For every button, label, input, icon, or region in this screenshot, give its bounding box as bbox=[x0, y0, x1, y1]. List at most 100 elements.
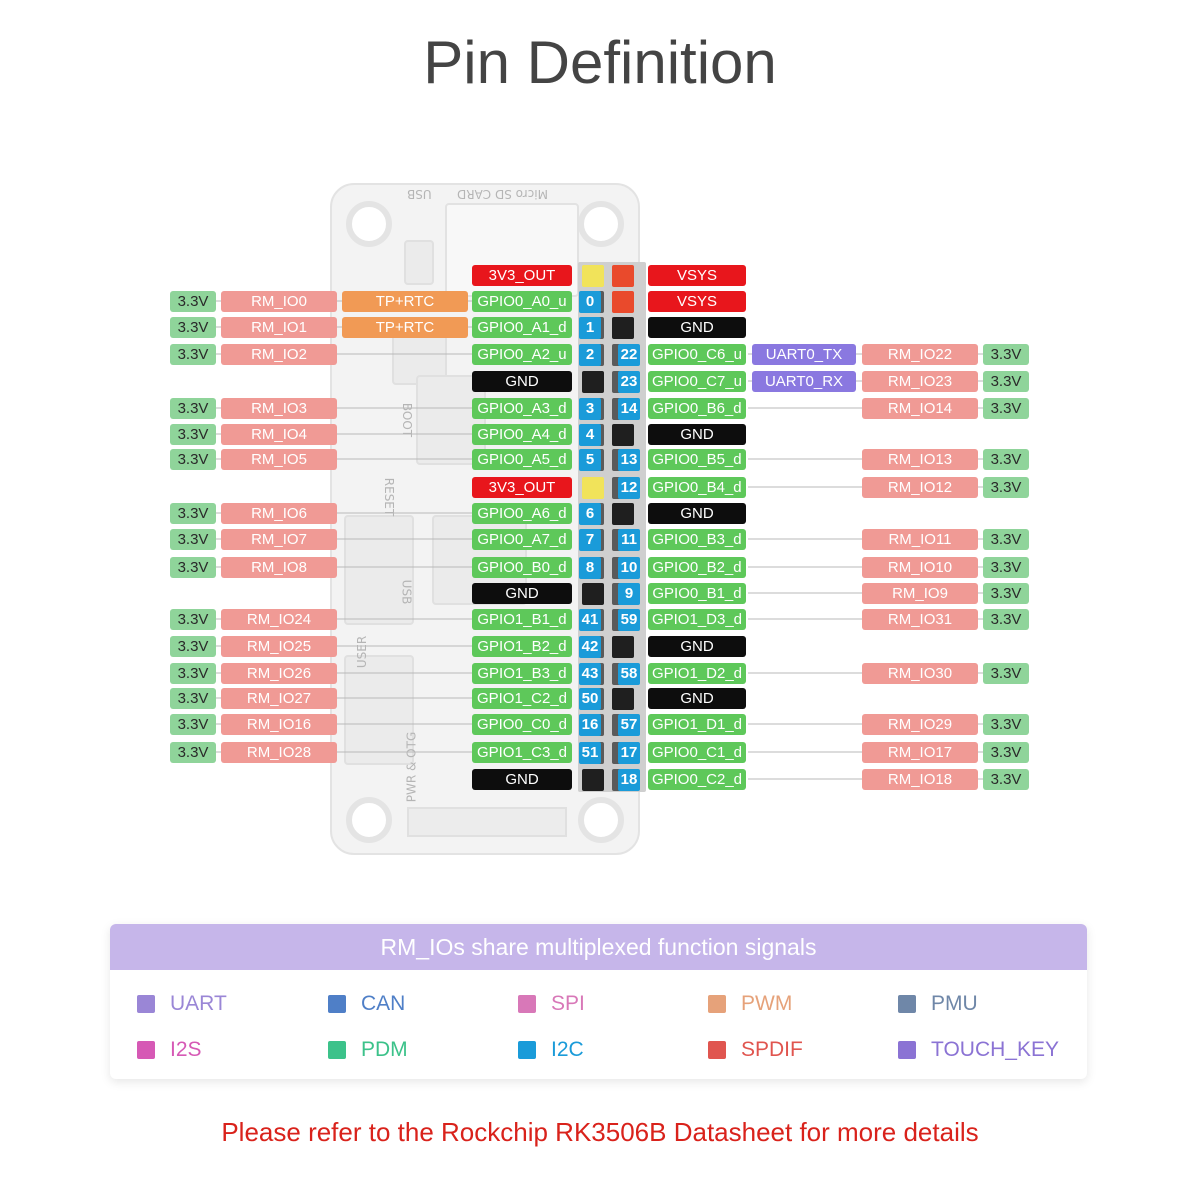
pin-number: 58 bbox=[618, 663, 640, 685]
header-pin bbox=[612, 424, 634, 446]
pin-number: 14 bbox=[618, 398, 640, 420]
rm-io-label: RM_IO12 bbox=[862, 477, 978, 498]
usb-c-connector bbox=[344, 515, 414, 625]
header-pin bbox=[612, 503, 634, 525]
rm-io-label: RM_IO29 bbox=[862, 714, 978, 735]
pin-number: 22 bbox=[618, 344, 640, 366]
gpio-label: GPIO0_B6_d bbox=[648, 398, 746, 419]
rm-io-label: RM_IO17 bbox=[862, 742, 978, 763]
voltage-label: 3.3V bbox=[983, 529, 1029, 550]
header-pin bbox=[582, 265, 604, 287]
mounting-hole-top-right bbox=[578, 201, 624, 247]
voltage-label: 3.3V bbox=[983, 583, 1029, 604]
gpio-label: GPIO0_C2_d bbox=[648, 769, 746, 790]
voltage-label: 3.3V bbox=[983, 477, 1029, 498]
rm-io-label: RM_IO24 bbox=[221, 609, 337, 630]
datasheet-note: Please refer to the Rockchip RK3506B Dat… bbox=[221, 1117, 979, 1147]
rm-io-label: RM_IO31 bbox=[862, 609, 978, 630]
header-pin bbox=[612, 291, 634, 313]
legend-label: I2C bbox=[551, 1038, 584, 1061]
gpio-label: GPIO0_A2_u bbox=[472, 344, 572, 365]
legend-swatch bbox=[898, 1041, 916, 1059]
voltage-label: 3.3V bbox=[170, 291, 216, 312]
voltage-label: 3.3V bbox=[983, 742, 1029, 763]
gpio-label: GPIO1_B1_d bbox=[472, 609, 572, 630]
pin-number: 3 bbox=[579, 398, 601, 420]
legend-swatch bbox=[518, 995, 536, 1013]
voltage-label: 3.3V bbox=[983, 663, 1029, 684]
pin-number: 43 bbox=[579, 663, 601, 685]
pin-number: 18 bbox=[618, 769, 640, 791]
tp-rtc-label: TP+RTC bbox=[342, 291, 468, 312]
power-label: VSYS bbox=[648, 265, 746, 286]
header-pin bbox=[582, 371, 604, 393]
rm-io-label: RM_IO4 bbox=[221, 424, 337, 445]
legend-label: CAN bbox=[361, 992, 406, 1015]
tp-rtc-label: TP+RTC bbox=[342, 317, 468, 338]
pin-number: 16 bbox=[579, 714, 601, 736]
pin-number: 23 bbox=[618, 371, 640, 393]
gnd-label: GND bbox=[648, 503, 746, 524]
gpio-label: GPIO0_C6_u bbox=[648, 344, 746, 365]
gpio-label: GPIO0_A0_u bbox=[472, 291, 572, 312]
header-pin bbox=[582, 769, 604, 791]
gpio-label: GPIO0_B0_d bbox=[472, 557, 572, 578]
gpio-label: GPIO1_D1_d bbox=[648, 714, 746, 735]
power-label: 3V3_OUT bbox=[472, 265, 572, 286]
pin-number: 57 bbox=[618, 714, 640, 736]
rm-io-label: RM_IO11 bbox=[862, 529, 978, 550]
legend-label: PDM bbox=[361, 1038, 408, 1061]
rm-io-label: RM_IO30 bbox=[862, 663, 978, 684]
pin-number: 0 bbox=[579, 291, 601, 313]
rm-io-label: RM_IO28 bbox=[221, 742, 337, 763]
voltage-label: 3.3V bbox=[170, 449, 216, 470]
rm-io-label: RM_IO9 bbox=[862, 583, 978, 604]
gnd-label: GND bbox=[648, 636, 746, 657]
pin-number: 41 bbox=[579, 609, 601, 631]
pin-number: 11 bbox=[618, 529, 640, 551]
header-pin bbox=[612, 317, 634, 339]
pin-number: 13 bbox=[618, 449, 640, 471]
legend-swatch bbox=[328, 995, 346, 1013]
header-pin bbox=[582, 583, 604, 605]
gnd-label: GND bbox=[472, 583, 572, 604]
uart-label: UART0_TX bbox=[752, 344, 856, 365]
voltage-label: 3.3V bbox=[170, 398, 216, 419]
gpio-label: GPIO0_A6_d bbox=[472, 503, 572, 524]
legend-swatch bbox=[328, 1041, 346, 1059]
mounting-hole-bottom-left bbox=[346, 797, 392, 843]
rm-io-label: RM_IO6 bbox=[221, 503, 337, 524]
gpio-label: GPIO1_C2_d bbox=[472, 688, 572, 709]
rm-io-label: RM_IO22 bbox=[862, 344, 978, 365]
power-label: 3V3_OUT bbox=[472, 477, 572, 498]
pin-number: 50 bbox=[579, 688, 601, 710]
pin-number: 8 bbox=[579, 557, 601, 579]
rm-io-label: RM_IO2 bbox=[221, 344, 337, 365]
gpio-label: GPIO0_A4_d bbox=[472, 424, 572, 445]
legend-swatch bbox=[518, 1041, 536, 1059]
legend-swatch bbox=[708, 995, 726, 1013]
voltage-label: 3.3V bbox=[170, 344, 216, 365]
gpio-label: GPIO1_B3_d bbox=[472, 663, 572, 684]
pin-number: 9 bbox=[618, 583, 640, 605]
legend-label: PWM bbox=[741, 992, 793, 1015]
voltage-label: 3.3V bbox=[170, 609, 216, 630]
voltage-label: 3.3V bbox=[983, 398, 1029, 419]
pin-number: 51 bbox=[579, 742, 601, 764]
header-pin bbox=[582, 477, 604, 499]
mounting-hole-bottom-right bbox=[578, 797, 624, 843]
legend-title: RM_IOs share multiplexed function signal… bbox=[110, 924, 1087, 970]
pin-number: 10 bbox=[618, 557, 640, 579]
voltage-label: 3.3V bbox=[170, 529, 216, 550]
gnd-label: GND bbox=[648, 688, 746, 709]
voltage-label: 3.3V bbox=[983, 714, 1029, 735]
voltage-label: 3.3V bbox=[983, 344, 1029, 365]
legend-swatch bbox=[708, 1041, 726, 1059]
legend-label: SPDIF bbox=[741, 1038, 803, 1061]
gpio-label: GPIO0_A1_d bbox=[472, 317, 572, 338]
header-strip bbox=[578, 262, 646, 792]
pin-number: 42 bbox=[579, 636, 601, 658]
pin-number: 5 bbox=[579, 449, 601, 471]
uart-label: UART0_RX bbox=[752, 371, 856, 392]
legend-label: I2S bbox=[170, 1038, 202, 1061]
